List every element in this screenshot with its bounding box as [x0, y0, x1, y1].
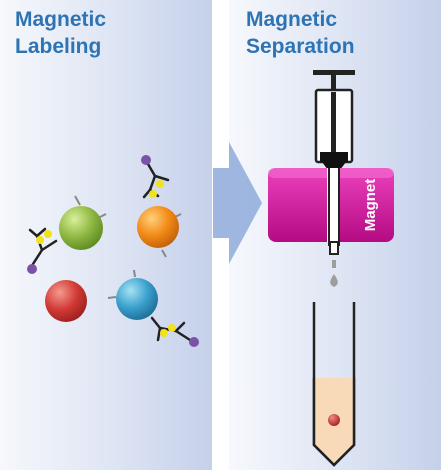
title-line: Labeling [15, 35, 102, 58]
magnetic-labeling-title: Magnetic Labeling [15, 6, 106, 60]
antigen-dot [156, 180, 164, 188]
antigen-dot [149, 190, 157, 198]
needle-tip [329, 241, 339, 255]
title-line: Magnetic [15, 8, 107, 31]
magnetic-separation-title: Magnetic Separation [246, 6, 355, 60]
magnetic-bead-icon [27, 264, 37, 274]
orange-cell [137, 206, 182, 258]
red-cell [45, 280, 87, 322]
droplet-icon [330, 274, 338, 287]
magnetic-bead-icon [189, 337, 199, 347]
magnet-icon: Magnet [268, 168, 394, 242]
green-cell [59, 195, 107, 250]
antigen-dot [36, 236, 44, 244]
collected-cell [328, 414, 340, 426]
antigen-dot [168, 324, 176, 332]
droplet-icon [332, 260, 336, 268]
test-tube-icon [312, 302, 356, 467]
block-arrow-icon [213, 142, 262, 264]
blue-cell [107, 269, 158, 320]
antigen-dot [160, 329, 168, 337]
antibody-icon [28, 227, 58, 266]
title-line: Magnetic [246, 8, 338, 31]
title-line: Separation [246, 35, 355, 58]
antigen-dot [44, 230, 52, 238]
magnet-label: Magnet [362, 179, 379, 232]
magnetic-bead-icon [141, 155, 151, 165]
